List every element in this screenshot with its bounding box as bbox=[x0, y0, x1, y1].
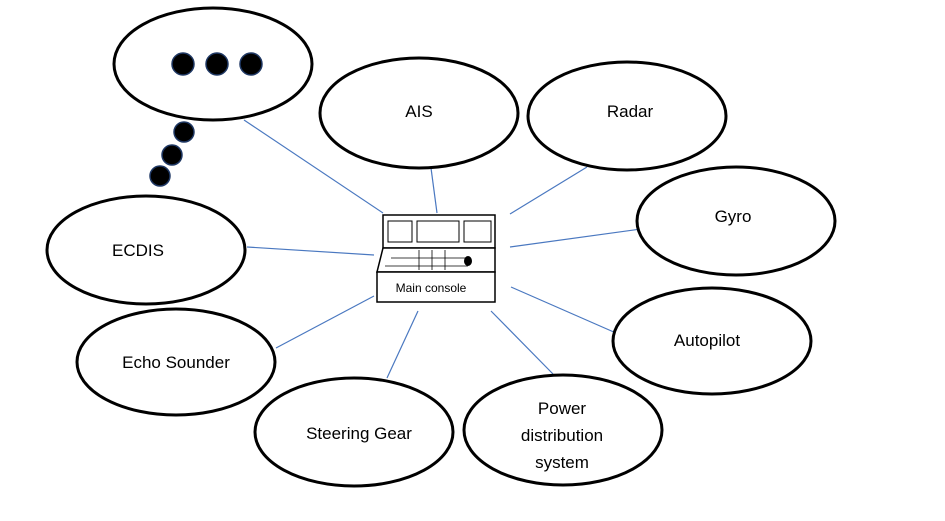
thought-trail-dot-icon bbox=[173, 121, 195, 143]
node-steering-gear: Steering Gear bbox=[253, 376, 455, 488]
node-echo-sounder-label: Echo Sounder bbox=[122, 353, 230, 372]
node-steering-gear-label: Steering Gear bbox=[306, 424, 412, 443]
console-desk-panel bbox=[376, 247, 496, 273]
node-power-distribution-system: Power distribution system bbox=[462, 373, 664, 487]
thought-trail-dot-icon bbox=[161, 144, 183, 166]
connectors bbox=[243, 119, 642, 379]
node-autopilot-ellipse bbox=[611, 286, 813, 396]
node-more bbox=[112, 6, 314, 187]
connector-more bbox=[243, 119, 384, 214]
node-ais-label: AIS bbox=[405, 102, 432, 121]
node-gyro: Gyro bbox=[635, 165, 837, 277]
console-label: Main console bbox=[396, 281, 467, 295]
connector-steering-gear bbox=[386, 310, 419, 379]
console-screen-center-icon bbox=[416, 220, 460, 243]
node-gyro-ellipse bbox=[635, 165, 837, 277]
node-radar-label: Radar bbox=[607, 102, 654, 121]
node-power-distribution-label: system bbox=[535, 453, 589, 472]
ellipsis-dot-icon bbox=[171, 52, 195, 76]
connector-echo-sounder bbox=[275, 295, 375, 349]
node-ais-ellipse bbox=[318, 56, 520, 170]
connector-gyro bbox=[509, 228, 642, 248]
node-gyro-label: Gyro bbox=[715, 207, 752, 226]
connector-ecdis bbox=[246, 246, 375, 256]
node-autopilot: Autopilot bbox=[611, 286, 813, 396]
node-power-distribution-label: Power bbox=[538, 399, 587, 418]
console-knob-icon bbox=[464, 256, 472, 266]
thought-trail-dot-icon bbox=[149, 165, 171, 187]
node-power-distribution-label: distribution bbox=[521, 426, 603, 445]
node-radar: Radar bbox=[526, 60, 728, 172]
node-power-distribution-system-ellipse bbox=[462, 373, 664, 487]
node-steering-gear-ellipse bbox=[253, 376, 455, 488]
connector-power-distribution bbox=[490, 310, 554, 375]
console-screen-right-icon bbox=[463, 220, 492, 243]
node-ecdis-label: ECDIS bbox=[112, 241, 164, 260]
node-ais: AIS bbox=[318, 56, 520, 170]
ellipsis-dot-icon bbox=[205, 52, 229, 76]
main-console: Main console bbox=[376, 214, 496, 303]
node-ecdis-ellipse bbox=[45, 194, 247, 306]
connector-radar bbox=[509, 166, 588, 215]
console-base bbox=[376, 271, 496, 303]
ellipsis-dot-icon bbox=[239, 52, 263, 76]
connector-ais bbox=[430, 167, 438, 214]
connector-autopilot bbox=[510, 286, 617, 334]
console-screen-left-icon bbox=[387, 220, 413, 243]
node-ecdis: ECDIS bbox=[45, 194, 247, 306]
node-radar-ellipse bbox=[526, 60, 728, 172]
node-autopilot-label: Autopilot bbox=[674, 331, 740, 350]
node-echo-sounder-ellipse bbox=[75, 307, 277, 417]
node-echo-sounder: Echo Sounder bbox=[75, 307, 277, 417]
